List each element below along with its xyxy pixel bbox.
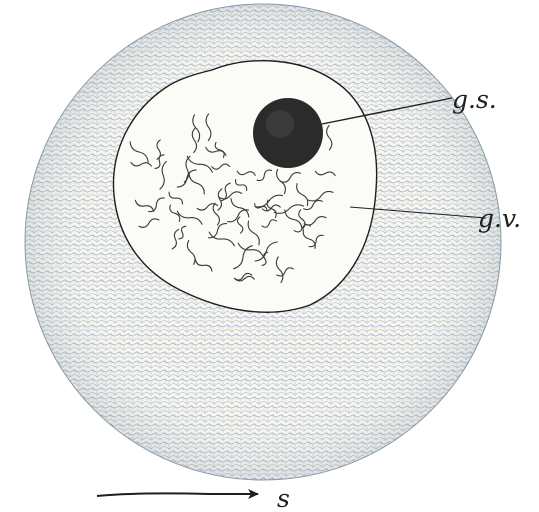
label-s: s <box>277 484 290 512</box>
label-gv: g.v. <box>478 204 521 233</box>
label-gs: g.s. <box>452 85 497 114</box>
germinal-spot-texture <box>266 110 294 138</box>
direction-arrow <box>97 493 258 496</box>
